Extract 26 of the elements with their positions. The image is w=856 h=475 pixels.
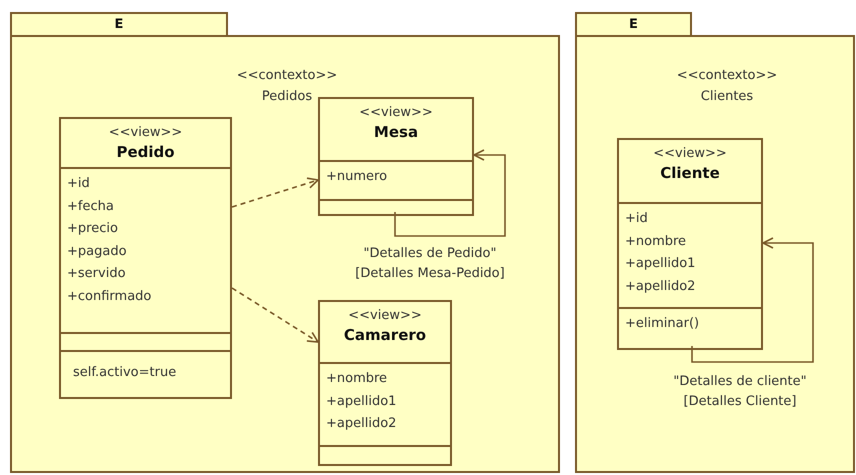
class-name: Pedido: [116, 142, 175, 162]
attribute-list: +nombre +apellido1 +apellido2: [326, 368, 396, 436]
attribute-list: +numero: [326, 166, 388, 188]
class-box: [617, 138, 763, 350]
stereotype-label: <<view>>: [108, 124, 182, 142]
class-box: [59, 117, 232, 399]
class-name: Camarero: [344, 325, 426, 345]
package-tab: E: [10, 12, 228, 35]
stereotype-label: <<view>>: [348, 307, 422, 325]
package-title: <<contexto>> Pedidos: [236, 67, 338, 106]
attribute-list: +id +fecha +precio +pagado +servido +confirmado: [67, 173, 152, 308]
association-arrow: [691, 237, 814, 363]
class-name: Mesa: [374, 122, 418, 142]
package-title: <<contexto>> Clientes: [676, 67, 778, 106]
constraint-text: self.activo=true: [72, 364, 176, 382]
dependency-arrow: [232, 177, 319, 208]
dependency-arrow: [232, 287, 319, 343]
operation-list: +eliminar(): [625, 313, 700, 336]
stereotype-label: <<view>>: [359, 104, 433, 122]
class-name: Cliente: [660, 163, 720, 183]
class-box: [318, 300, 452, 466]
package-tab: E: [575, 12, 692, 35]
association-arrow: [394, 149, 506, 237]
class-box: [318, 97, 474, 216]
stereotype-label: <<view>>: [653, 145, 727, 163]
attribute-list: +id +nombre +apellido1 +apellido2: [625, 208, 696, 298]
